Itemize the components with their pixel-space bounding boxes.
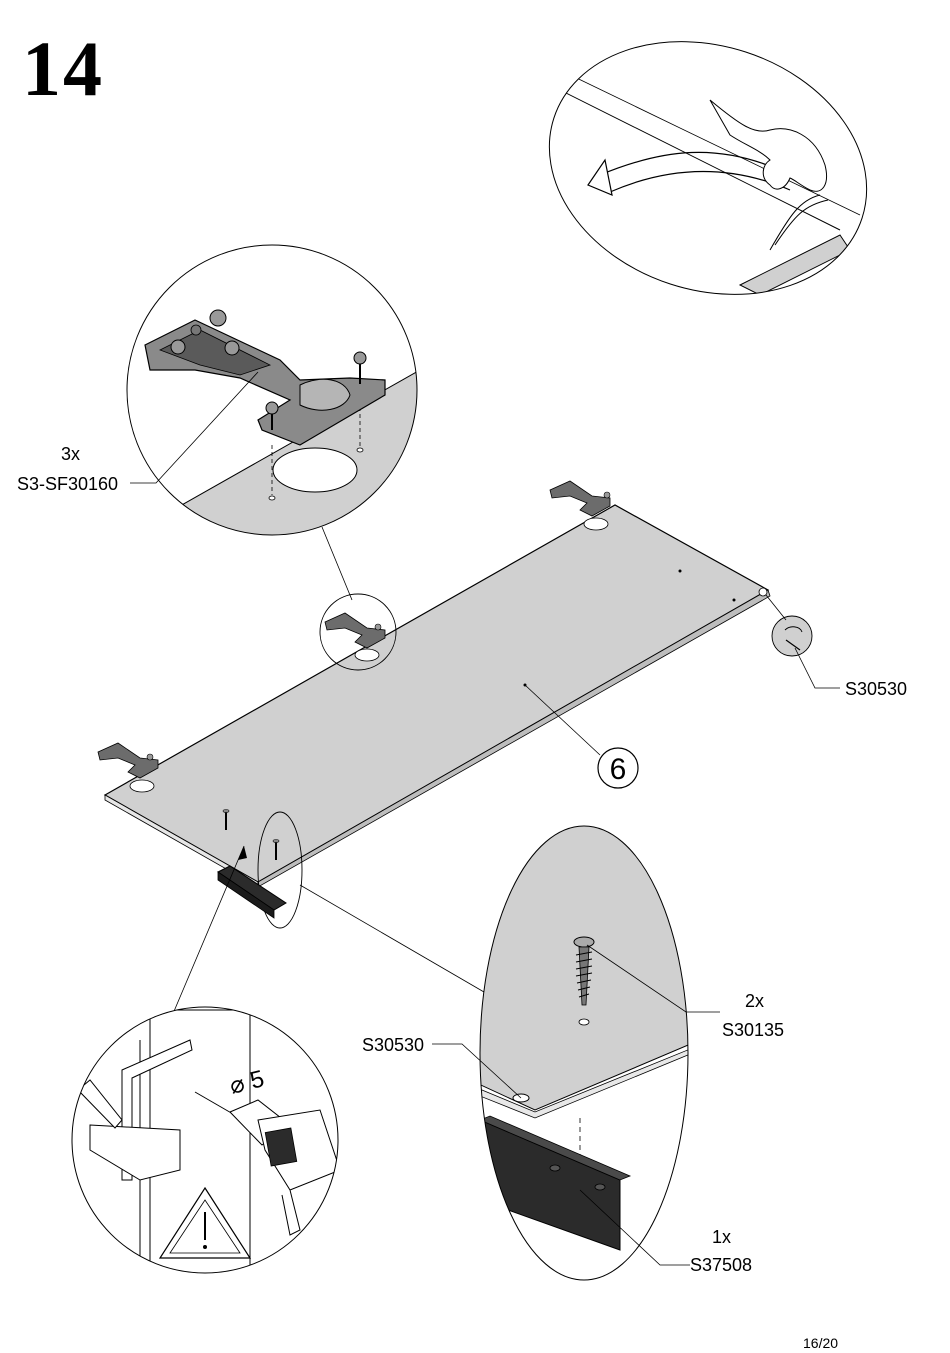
screw-code: S30135 (722, 1020, 785, 1040)
handle-qty: 1x (712, 1227, 732, 1247)
panel-number: 6 (610, 753, 627, 786)
cap-detail-small (771, 615, 813, 657)
peel-film-detail (539, 41, 868, 296)
hinge-qty: 3x (61, 444, 81, 464)
main-panel (97, 480, 771, 929)
hand-icon (709, 99, 827, 192)
arrow-icon (587, 158, 613, 196)
hinge-detail (126, 244, 418, 536)
arrow-icon (238, 846, 247, 860)
screw-icon (222, 809, 230, 830)
screw-qty: 2x (745, 991, 765, 1011)
screw-icon (272, 839, 280, 860)
hinge-icon (97, 742, 159, 779)
handle-code: S37508 (690, 1255, 753, 1275)
cap-code-right: S30530 (845, 679, 908, 699)
drill-detail: ⌀ 5 (71, 1006, 339, 1274)
handle-bar (217, 865, 287, 919)
cap-code-detail: S30530 (362, 1035, 425, 1055)
screw-detail (479, 825, 689, 1281)
hinge-icon (549, 480, 611, 517)
page-number: 16/20 (803, 1335, 839, 1351)
hinge-code: S3-SF30160 (17, 474, 119, 494)
hinge-icon (324, 612, 386, 649)
step-number: 14 (22, 25, 104, 112)
